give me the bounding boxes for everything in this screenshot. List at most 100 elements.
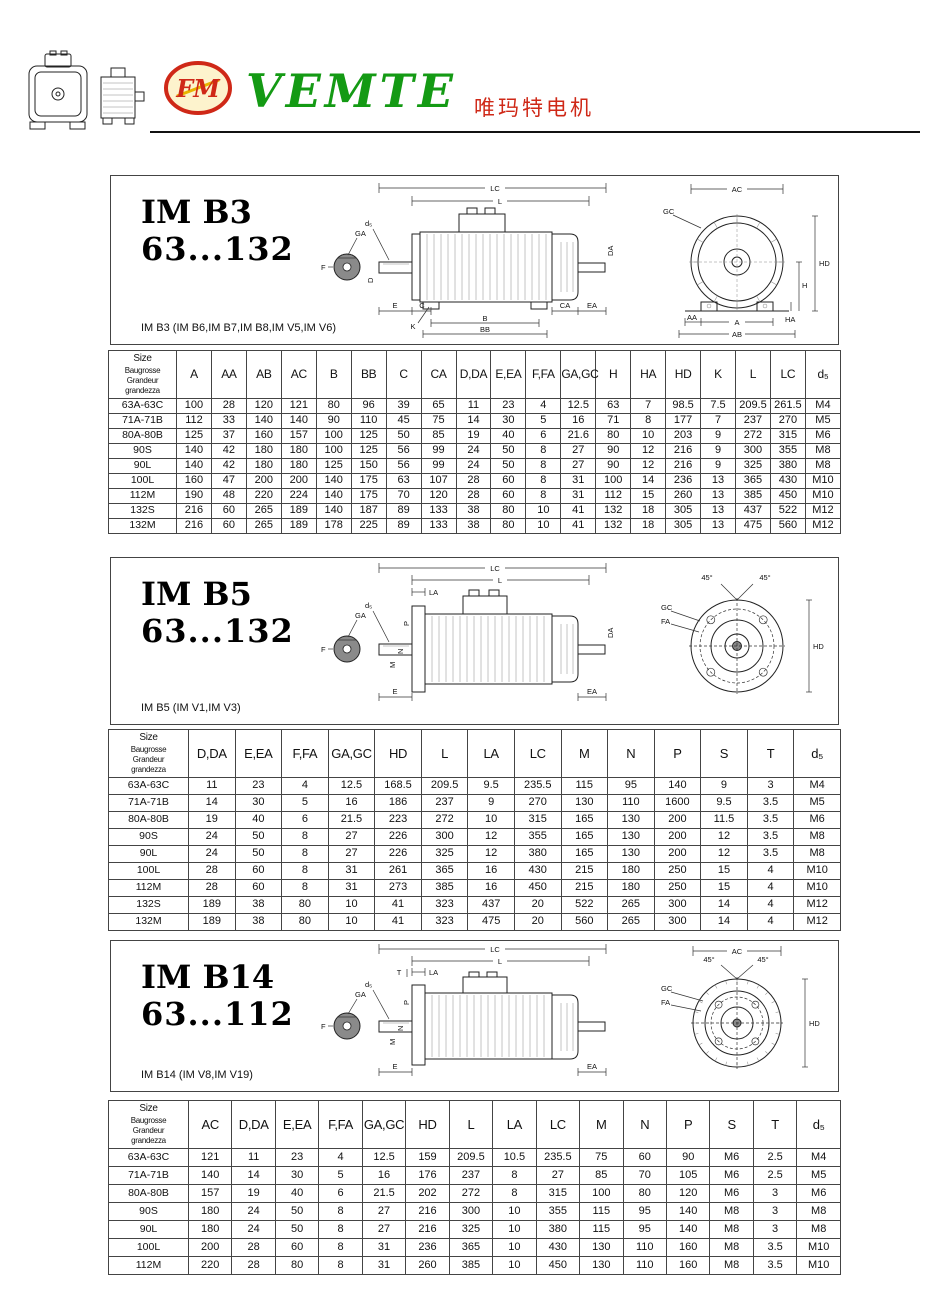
value-cell: 100 (595, 472, 632, 489)
column-header: GA,GC (560, 350, 599, 399)
mounting-note: IM B3 (IM B6,IM B7,IM B8,IM V5,IM V6) (141, 322, 336, 334)
value-cell: 235.5 (513, 776, 562, 795)
dim-label-ca: CA (560, 301, 570, 310)
value-cell: 305 (665, 502, 702, 519)
value-cell: 65 (420, 397, 457, 414)
value-cell: 28 (188, 878, 236, 897)
value-cell: 7 (700, 412, 736, 429)
value-cell: 110 (607, 793, 655, 812)
value-cell: 10 (492, 1255, 537, 1275)
size-cell: 90S (108, 827, 189, 846)
value-cell: 9 (467, 793, 515, 812)
dim-label-gc: GC (663, 207, 675, 216)
value-cell: 12 (630, 442, 667, 459)
value-cell: 100 (315, 427, 352, 444)
value-cell: 140 (245, 412, 282, 429)
value-cell: 215 (560, 861, 609, 880)
value-cell: 8 (525, 442, 562, 459)
value-cell: 450 (535, 1255, 581, 1275)
value-cell: 8 (318, 1255, 363, 1275)
value-cell: 177 (665, 412, 702, 429)
dim-label-f: F (321, 263, 326, 272)
column-header: P (665, 1100, 711, 1149)
value-cell: 265 (607, 895, 655, 914)
value-cell: 14 (700, 912, 748, 931)
value-cell: 9 (700, 457, 736, 474)
dim-label-h: H (802, 281, 807, 290)
value-cell: 12.5 (327, 776, 376, 795)
column-header: CA (420, 350, 457, 399)
value-cell: 27 (361, 1219, 407, 1239)
size-cell: 71A-71B (108, 412, 177, 429)
value-cell: 150 (350, 457, 387, 474)
value-cell: 180 (187, 1219, 233, 1239)
dim-label-n: N (396, 649, 405, 654)
value-cell: 3 (752, 1183, 798, 1203)
value-cell: 216 (665, 442, 702, 459)
value-cell: 38 (234, 912, 283, 931)
value-cell: 80 (315, 397, 352, 414)
value-cell: 40 (234, 810, 283, 829)
dim-label-hd: HD (813, 642, 824, 651)
value-cell: 5 (281, 793, 329, 812)
size-cell: 132M (108, 912, 189, 931)
value-cell: 9 (700, 442, 736, 459)
motor-side-view: LC L LA (321, 563, 615, 701)
value-cell: 315 (535, 1183, 581, 1203)
value-cell: 37 (210, 427, 247, 444)
value-cell: 27 (361, 1201, 407, 1221)
value-cell: M12 (804, 502, 842, 519)
brand-subtitle-cn: 唯玛特电机 (474, 97, 594, 120)
value-cell: 107 (420, 472, 457, 489)
value-cell: 180 (607, 861, 655, 880)
value-cell: 189 (188, 895, 236, 914)
column-header: d₅ (804, 350, 842, 399)
value-cell: 437 (735, 502, 771, 519)
value-cell: 45 (385, 412, 422, 429)
value-cell: 160 (245, 427, 282, 444)
value-cell: 38 (455, 517, 492, 534)
value-cell: 16 (560, 412, 597, 429)
value-cell: 4 (525, 397, 562, 414)
value-cell: 24 (188, 844, 236, 863)
value-cell: 18 (630, 502, 667, 519)
column-header: GA,GC (327, 729, 376, 778)
value-cell: 15 (700, 861, 748, 880)
dim-label-e: E (392, 301, 397, 310)
value-cell: 132 (595, 517, 632, 534)
value-cell: 75 (579, 1147, 624, 1167)
dim-label-ac: AC (732, 185, 743, 194)
value-cell: 4 (318, 1147, 363, 1167)
dim-label-fa: FA (661, 617, 670, 626)
column-header: D,DA (231, 1100, 276, 1149)
value-cell: 40 (274, 1183, 320, 1203)
value-cell: 80 (490, 502, 527, 519)
dim-label-ha: HA (785, 315, 795, 324)
section-title: IM B14 63...112 (141, 959, 294, 1033)
value-cell: 31 (361, 1237, 407, 1257)
value-cell: 21.5 (327, 810, 376, 829)
value-cell: 41 (374, 912, 422, 931)
value-cell: 28 (231, 1237, 276, 1257)
size-cell: 100L (108, 472, 177, 489)
value-cell: 38 (455, 502, 492, 519)
value-cell: 325 (448, 1219, 494, 1239)
dim-label-d5: d₅ (365, 980, 372, 989)
value-cell: 300 (653, 895, 702, 914)
column-header: d₅ (793, 729, 841, 778)
value-cell: 3.5 (752, 1237, 798, 1257)
dim-label-da: DA (606, 246, 615, 256)
dim-label-aa: AA (687, 313, 697, 322)
column-header: M (560, 729, 609, 778)
value-cell: 236 (405, 1237, 450, 1257)
value-cell: 80 (274, 1255, 320, 1275)
value-cell: 23 (274, 1147, 320, 1167)
value-cell: 9 (700, 427, 736, 444)
value-cell: 273 (374, 878, 422, 897)
value-cell: 3.5 (746, 827, 795, 846)
